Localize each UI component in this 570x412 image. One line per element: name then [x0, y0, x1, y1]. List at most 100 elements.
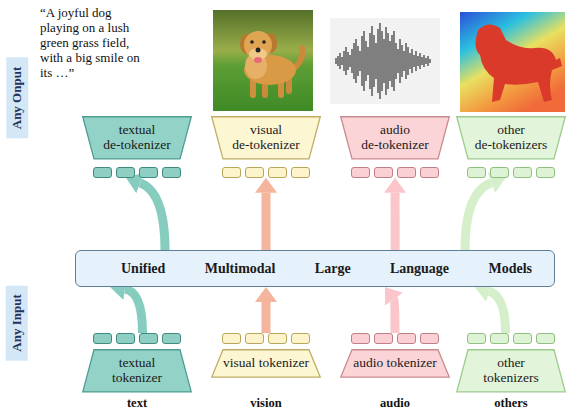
- token: [374, 167, 393, 178]
- arrow-head: [384, 178, 406, 193]
- flow-arrow: [385, 287, 403, 333]
- token: [116, 333, 135, 344]
- trapezoid: [83, 350, 192, 392]
- tokenizer-label: textual tokenizer: [94, 356, 180, 386]
- heatmap-image: [460, 12, 565, 112]
- tokenizer-node: other tokenizers: [456, 333, 566, 393]
- waveform-bars: [336, 23, 430, 99]
- dog-photo: [213, 10, 313, 111]
- token: [93, 167, 112, 178]
- detokenizer-node: visual de-tokenizer: [211, 116, 321, 178]
- token: [420, 333, 439, 344]
- arrow-shaft: [394, 299, 395, 333]
- flow-arrow: [255, 287, 277, 333]
- token: [245, 167, 264, 178]
- token-row: [82, 167, 192, 178]
- token: [536, 167, 555, 178]
- token: [351, 167, 370, 178]
- tokenizer-shape: textual tokenizer: [82, 349, 192, 393]
- dog-tongue: [254, 57, 262, 63]
- tokenizer-node: textual tokenizer: [82, 333, 192, 393]
- heatmap-ground: [460, 12, 565, 112]
- tokenizer-node: audio tokenizer: [340, 333, 450, 378]
- word: de-tokenizer: [232, 138, 299, 153]
- trapezoid: [212, 350, 321, 377]
- arrow-shaft: [391, 193, 400, 250]
- word: textual: [119, 356, 156, 371]
- token: [490, 167, 509, 178]
- arrow-head: [385, 287, 403, 306]
- word: other: [497, 356, 525, 371]
- arrow-shaft: [262, 302, 271, 333]
- token: [139, 333, 158, 344]
- token-row: [456, 167, 566, 178]
- detokenizer-shape: visual de-tokenizer: [211, 116, 321, 160]
- token: [291, 333, 310, 344]
- token: [222, 167, 241, 178]
- word: tokenizer: [387, 356, 437, 371]
- side-label-box: Any Onput: [6, 58, 28, 139]
- audio-waveform: [330, 18, 440, 104]
- token: [268, 167, 287, 178]
- word: tokenizer: [259, 356, 309, 371]
- token: [245, 333, 264, 344]
- detokenizer-label: textual de-tokenizer: [94, 123, 180, 153]
- word: other: [497, 123, 525, 138]
- detokenizer-label: audio de-tokenizer: [352, 123, 438, 153]
- token-row: [340, 167, 450, 178]
- tokenizer-shape: other tokenizers: [456, 349, 566, 393]
- word: textual: [119, 123, 156, 138]
- token: [467, 167, 486, 178]
- token: [139, 167, 158, 178]
- model-band: Unified Multimodal Large Language Models: [75, 250, 555, 287]
- flow-arrow: [126, 173, 165, 250]
- word: visual: [223, 356, 255, 371]
- trapezoid: [341, 350, 450, 377]
- word: audio: [353, 356, 383, 371]
- side-label-text: Any Input: [9, 294, 25, 351]
- token-row: [456, 333, 566, 344]
- token: [467, 333, 486, 344]
- tokenizer-label: other tokenizers: [468, 356, 554, 386]
- dog-nose: [256, 48, 261, 53]
- detokenizer-shape: textual de-tokenizer: [82, 116, 192, 160]
- detokenizer-node: textual de-tokenizer: [82, 116, 192, 178]
- trapezoid: [341, 117, 450, 159]
- word: audio: [380, 123, 410, 138]
- token-row: [211, 333, 321, 344]
- word: visual: [250, 123, 282, 138]
- flow-arrow: [255, 178, 277, 250]
- token: [397, 333, 416, 344]
- token: [162, 167, 181, 178]
- flow-arrow: [465, 172, 506, 250]
- dog-eye: [262, 40, 266, 44]
- token: [93, 333, 112, 344]
- token: [490, 333, 509, 344]
- detokenizer-node: audio de-tokenizer: [340, 116, 450, 178]
- token-row: [340, 333, 450, 344]
- token: [351, 333, 370, 344]
- trapezoid: [212, 117, 321, 159]
- token: [397, 167, 416, 178]
- arrow-shaft: [262, 193, 271, 250]
- flow-arrow: [384, 178, 406, 250]
- word: de-tokenizers: [475, 138, 548, 153]
- tokenizer-shape: visual tokenizer: [211, 349, 321, 378]
- modality-label: text: [82, 396, 192, 410]
- dog-eye: [250, 40, 254, 44]
- modality-label: others: [456, 396, 566, 410]
- modality-label: vision: [211, 396, 321, 410]
- token: [116, 167, 135, 178]
- arrow-shaft: [125, 289, 143, 333]
- waveform-ground: [330, 18, 440, 104]
- side-label-text: Any Onput: [9, 67, 25, 130]
- tokenizer-label: audio tokenizer: [352, 356, 438, 371]
- token: [513, 333, 532, 344]
- token-row: [211, 167, 321, 178]
- word: de-tokenizer: [361, 138, 428, 153]
- token-row: [82, 333, 192, 344]
- arrow-head: [255, 287, 277, 302]
- token: [268, 333, 287, 344]
- tokenizer-node: visual tokenizer: [211, 333, 321, 378]
